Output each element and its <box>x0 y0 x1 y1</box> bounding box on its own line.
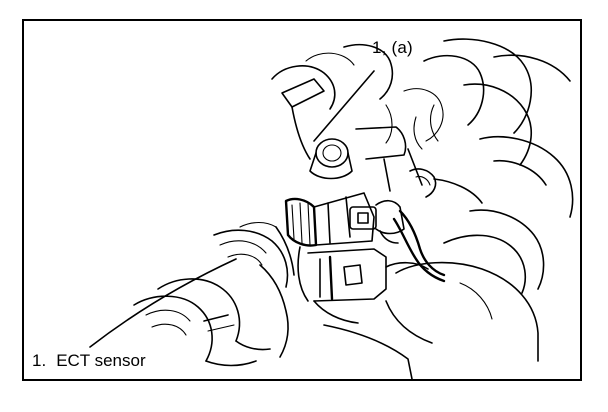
callout-label: 1, (a) <box>372 38 413 57</box>
callout-leader-line <box>313 70 375 142</box>
lower-component <box>323 209 545 379</box>
hose-fitting <box>309 126 423 192</box>
engine-illustration <box>89 38 574 379</box>
diagram-frame: 1, (a) 1. ECT sensor <box>22 19 582 381</box>
caption-text: ECT sensor <box>56 351 146 370</box>
ect-sensor <box>284 192 446 283</box>
hose-clamp <box>409 168 483 204</box>
radiator-hose <box>89 221 295 367</box>
caption-number: 1. <box>32 351 47 370</box>
thermostat-housing <box>297 246 429 324</box>
upper-engine-parts <box>271 38 574 218</box>
caption: 1. ECT sensor <box>32 351 146 371</box>
